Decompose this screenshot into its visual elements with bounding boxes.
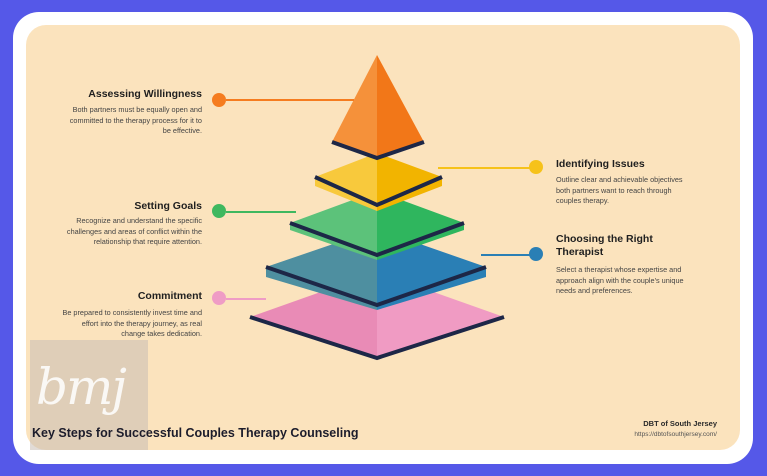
marker-dot-identifying — [529, 160, 543, 174]
marker-dot-setting — [212, 204, 226, 218]
pyramid-tier-setting — [289, 191, 465, 260]
step-desc-assessing: Both partners must be equally open and c… — [69, 105, 202, 135]
watermark-text: bmj — [36, 358, 127, 416]
watermark-logo: bmj — [30, 340, 148, 450]
step-title-setting: Setting Goals — [134, 200, 202, 212]
marker-dot-choosing — [529, 247, 543, 261]
leader-line-setting — [226, 211, 296, 213]
leader-line-identifying — [438, 167, 538, 169]
marker-dot-commitment — [212, 291, 226, 305]
step-desc-identifying: Outline clear and achievable objectives … — [556, 175, 683, 205]
step-title-choosing: Choosing the Right Therapist — [556, 233, 653, 258]
step-desc-commitment: Be prepared to consistently invest time … — [62, 308, 202, 338]
step-desc-setting: Recognize and understand the specific ch… — [66, 216, 202, 246]
leader-line-assessing — [226, 99, 354, 101]
pyramid-diagram — [249, 55, 505, 361]
marker-dot-assessing — [212, 93, 226, 107]
brand-name: DBT of South Jersey — [643, 419, 717, 428]
leader-line-choosing — [481, 254, 533, 256]
step-title-assessing: Assessing Willingness — [88, 88, 202, 100]
infographic-headline: Key Steps for Successful Couples Therapy… — [32, 426, 359, 440]
leader-line-commitment — [226, 298, 266, 300]
step-title-commitment: Commitment — [137, 290, 202, 302]
pyramid-tier-assessing — [331, 55, 425, 161]
pyramid-tier-identifying — [314, 153, 443, 211]
step-desc-choosing: Select a therapist whose expertise and a… — [556, 265, 684, 295]
brand-url: https://dbtofsouthjersey.com/ — [634, 431, 717, 438]
brand-block: DBT of South Jersey https://dbtofsouthje… — [634, 419, 717, 438]
step-title-identifying: Identifying Issues — [556, 158, 645, 170]
